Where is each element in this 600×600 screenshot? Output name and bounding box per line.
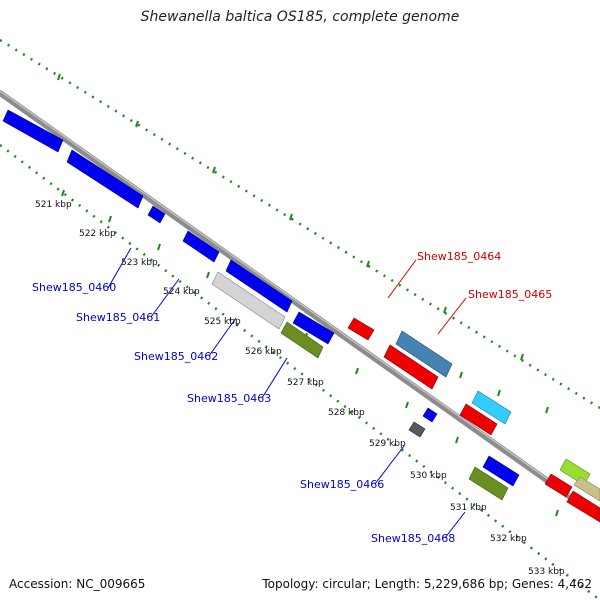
gene-label-reverse[interactable]: Shew185_0462 xyxy=(134,350,218,363)
gene-block[interactable] xyxy=(395,330,453,378)
tick-label: 529 kbp xyxy=(369,439,406,449)
tick-labels: 521 kbp 522 kbp 523 kbp 524 kbp 525 kbp … xyxy=(35,200,565,577)
leader-line-reverse xyxy=(374,445,405,485)
gene-block[interactable] xyxy=(459,403,498,436)
leader-line-forward xyxy=(387,259,417,299)
gene-labels: Shew185_0464 Shew185_0465 Shew185_0460 S… xyxy=(32,250,552,545)
gene-label-reverse[interactable]: Shew185_0460 xyxy=(32,281,116,294)
gene-block[interactable] xyxy=(66,149,144,209)
gene-label-forward[interactable]: Shew185_0465 xyxy=(468,288,552,301)
tick-label: 533 kbp xyxy=(528,567,565,577)
gene-block[interactable] xyxy=(225,259,293,313)
outer-dotted-track xyxy=(0,38,600,410)
gene-block[interactable] xyxy=(544,473,573,498)
gene-block[interactable] xyxy=(408,421,426,438)
leader-line-reverse xyxy=(444,511,466,539)
leader-line-reverse xyxy=(107,247,132,289)
tick-label: 525 kbp xyxy=(204,317,241,327)
gene-block[interactable] xyxy=(566,490,600,523)
map-title: Shewanella baltica OS185, complete genom… xyxy=(140,9,460,25)
gene-label-forward[interactable]: Shew185_0464 xyxy=(417,250,501,263)
gene-block[interactable] xyxy=(468,466,509,501)
tick-label: 530 kbp xyxy=(410,471,447,481)
gene-block[interactable] xyxy=(147,205,166,224)
leader-line-reverse xyxy=(150,278,180,318)
genome-summary-text: Topology: circular; Length: 5,229,686 bp… xyxy=(262,577,592,591)
gene-block[interactable] xyxy=(292,311,335,345)
tick-label: 523 kbp xyxy=(121,258,158,268)
gene-label-reverse[interactable]: Shew185_0463 xyxy=(187,392,271,405)
leader-line-forward xyxy=(437,297,467,335)
tick-label: 524 kbp xyxy=(163,287,200,297)
gene-block[interactable] xyxy=(2,109,64,153)
tick-label: 521 kbp xyxy=(35,200,72,210)
leader-line-reverse xyxy=(208,317,237,357)
gene-block[interactable] xyxy=(280,321,324,359)
tick-label: 522 kbp xyxy=(79,229,116,239)
outer-track-ticks xyxy=(57,73,549,414)
genome-backbone xyxy=(0,90,600,521)
accession-text: Accession: NC_009665 xyxy=(9,577,146,591)
reverse-strand-genes xyxy=(2,109,520,501)
gene-block[interactable] xyxy=(211,271,286,330)
gene-label-reverse[interactable]: Shew185_0466 xyxy=(300,478,384,491)
gene-label-reverse[interactable]: Shew185_0461 xyxy=(76,311,160,324)
forward-strand-genes xyxy=(347,317,600,523)
gene-block[interactable] xyxy=(347,317,375,341)
tick-label: 526 kbp xyxy=(245,347,282,357)
leader-line-reverse xyxy=(261,357,288,399)
tick-label: 531 kbp xyxy=(450,503,487,513)
inner-dotted-track xyxy=(0,144,600,600)
gene-block[interactable] xyxy=(573,476,600,502)
genome-backbone-highlight xyxy=(0,90,600,517)
gene-label-reverse[interactable]: Shew185_0468 xyxy=(371,532,455,545)
gene-block[interactable] xyxy=(422,407,438,423)
label-leaders xyxy=(107,247,467,539)
tick-label: 527 kbp xyxy=(287,378,324,388)
gene-block[interactable] xyxy=(482,455,520,487)
tick-label: 532 kbp xyxy=(490,534,527,544)
gene-block[interactable] xyxy=(182,230,220,263)
gene-block[interactable] xyxy=(471,390,512,425)
dotted-tracks xyxy=(0,38,600,600)
gene-block[interactable] xyxy=(383,344,439,390)
tick-label: 528 kbp xyxy=(328,408,365,418)
